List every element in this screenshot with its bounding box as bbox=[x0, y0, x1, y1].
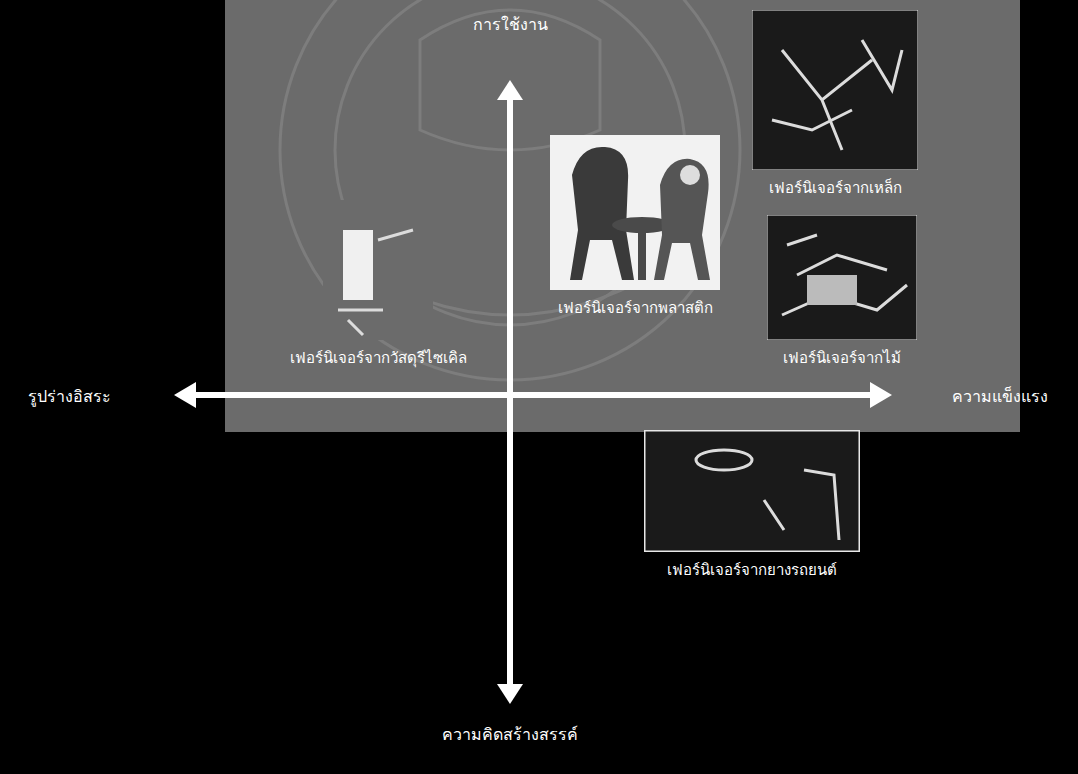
item-caption: เฟอร์นิเจอร์จากยางรถยนต์ bbox=[640, 558, 864, 582]
furniture-item: เฟอร์นิเจอร์จากยางรถยนต์ bbox=[640, 430, 864, 582]
axis-label: รูปร่างอิสระ bbox=[28, 384, 111, 409]
axis-label: ความแข็งแรง bbox=[952, 384, 1048, 409]
grey-panel bbox=[225, 0, 1020, 432]
furniture-photo bbox=[767, 215, 917, 340]
item-caption: เฟอร์นิเจอร์จากพลาสติก bbox=[546, 296, 724, 320]
horizontal-axis bbox=[192, 392, 874, 398]
furniture-photo bbox=[550, 135, 720, 290]
axis-label: การใช้งาน bbox=[473, 12, 548, 37]
item-caption: เฟอร์นิเจอร์จากเหล็ก bbox=[748, 176, 922, 200]
item-caption: เฟอร์นิเจอร์จากไม้ bbox=[763, 346, 921, 370]
axis-label: ความคิดสร้างสรรค์ bbox=[442, 722, 578, 747]
axis-arrowhead bbox=[497, 80, 523, 100]
item-caption: เฟอร์นิเจอร์จากวัสดุรีไซเคิล bbox=[286, 346, 471, 370]
furniture-item: เฟอร์นิเจอร์จากพลาสติก bbox=[546, 135, 724, 320]
axis-arrowhead bbox=[174, 382, 196, 408]
axis-arrowhead bbox=[497, 684, 523, 704]
furniture-item: เฟอร์นิเจอร์จากเหล็ก bbox=[748, 10, 922, 200]
furniture-photo bbox=[644, 430, 860, 552]
axis-arrowhead bbox=[870, 382, 892, 408]
furniture-item: เฟอร์นิเจอร์จากไม้ bbox=[763, 215, 921, 370]
furniture-item: เฟอร์นิเจอร์จากวัสดุรีไซเคิล bbox=[286, 200, 471, 370]
furniture-photo bbox=[752, 10, 918, 170]
furniture-photo bbox=[323, 200, 433, 340]
